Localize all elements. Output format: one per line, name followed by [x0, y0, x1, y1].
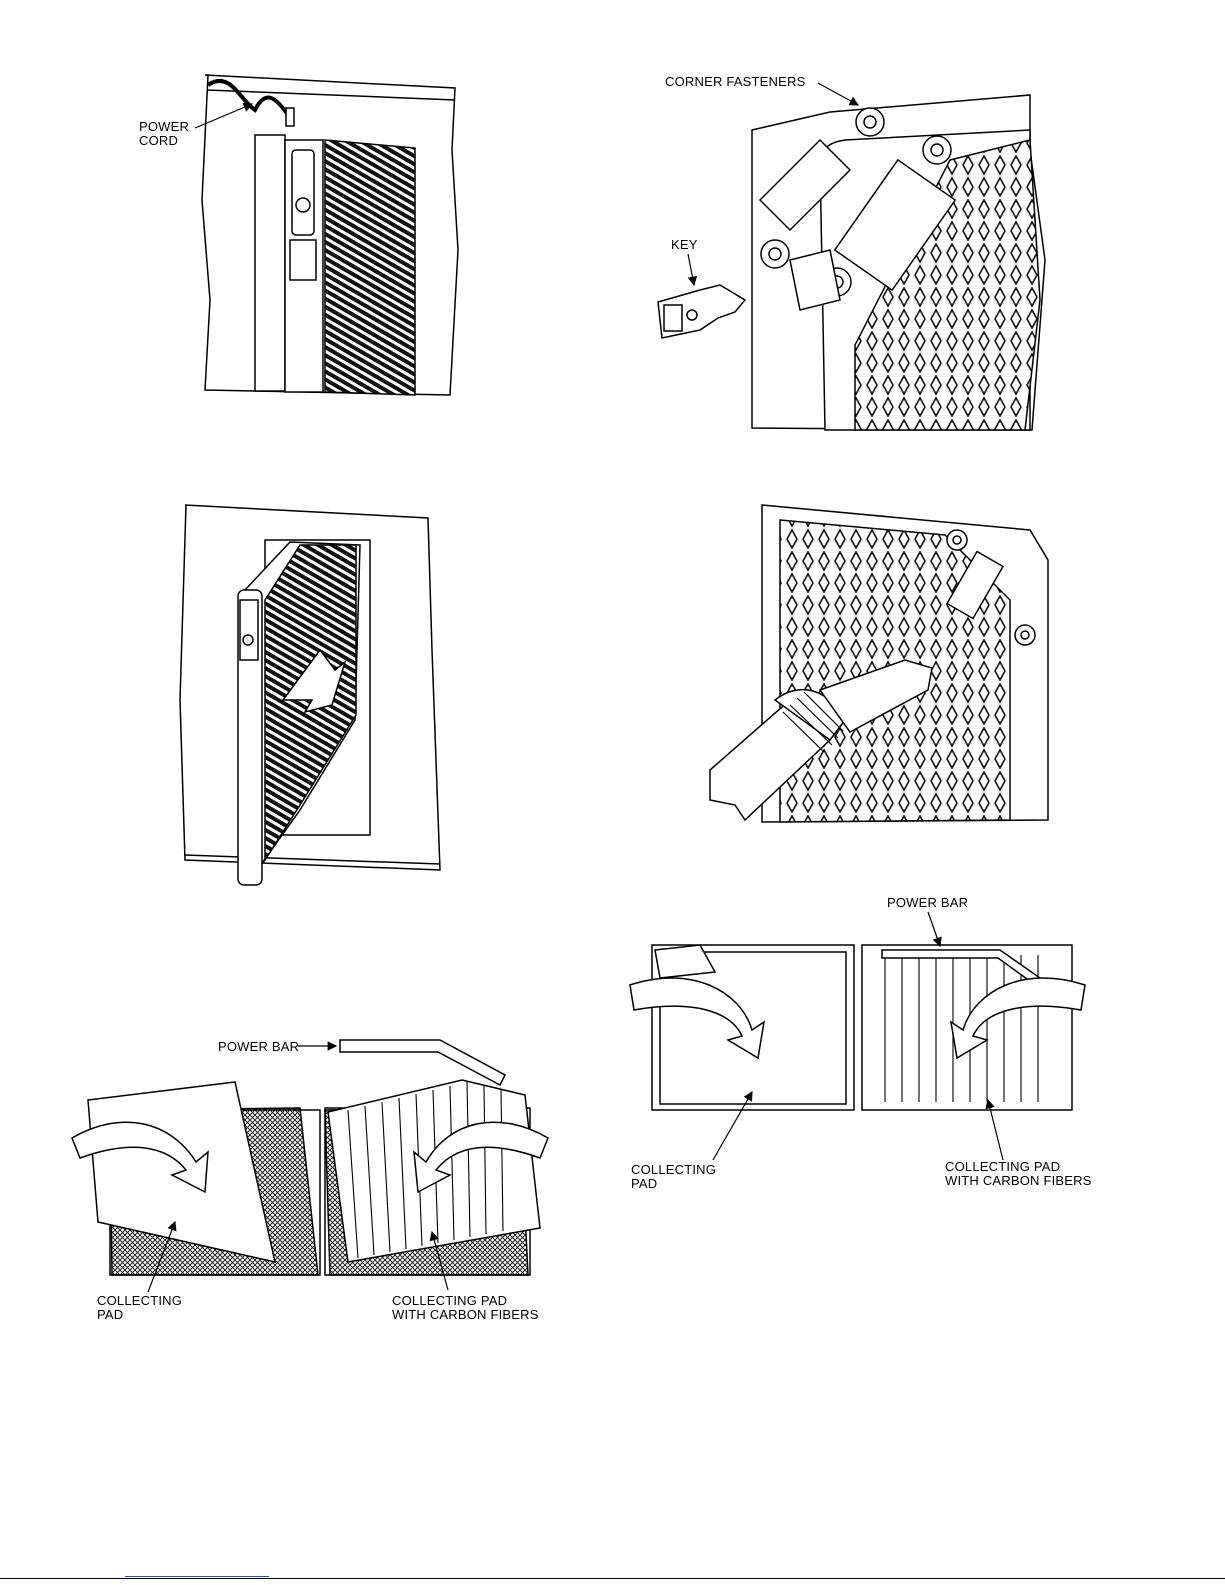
figure-cell-removal [180, 505, 440, 885]
key [658, 285, 745, 338]
collecting-pad-label-left: COLLECTING PAD [97, 1294, 182, 1322]
power-bar-label-left: POWER BAR [218, 1040, 299, 1054]
corner-fasteners-label: CORNER FASTENERS [665, 75, 805, 89]
figure-vacuum-cleaning [710, 505, 1048, 822]
power-bar [340, 1040, 505, 1085]
key-label: KEY [671, 238, 698, 252]
collecting-pad-label-right: COLLECTING PAD [631, 1163, 716, 1191]
figure-pad-removal-right [630, 912, 1085, 1160]
figure-corner-fasteners [658, 83, 1045, 430]
footer-link-underline[interactable] [125, 1576, 269, 1577]
power-cord-label: POWER CORD [139, 120, 189, 148]
footer-rule [0, 1578, 1225, 1579]
carbon-pad-label-right: COLLECTING PAD WITH CARBON FIBERS [945, 1160, 1092, 1188]
carbon-pad-label-left: COLLECTING PAD WITH CARBON FIBERS [392, 1294, 539, 1322]
figure-pad-removal-left [72, 1040, 548, 1292]
power-bar-label-right: POWER BAR [887, 896, 968, 910]
figure-power-cord [195, 75, 458, 395]
